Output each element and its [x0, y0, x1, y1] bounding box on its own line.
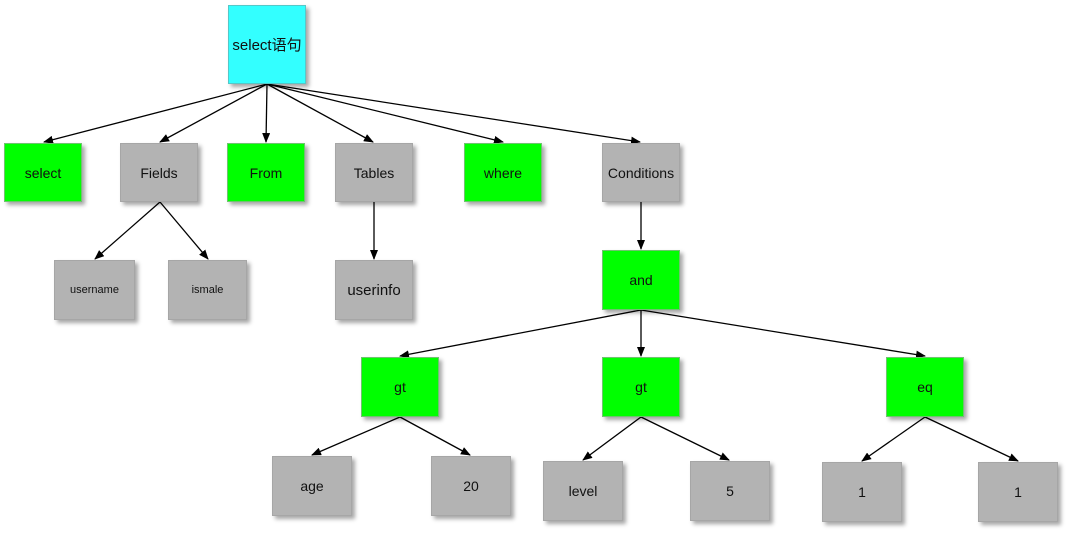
eq-right-value-node: 1 — [978, 462, 1058, 522]
userinfo-node: userinfo — [335, 260, 413, 320]
edge-root-tables — [266, 83, 374, 143]
ismale-node: ismale — [168, 260, 247, 320]
value-5-node: 5 — [690, 461, 770, 521]
edge-and-eq — [640, 309, 926, 359]
gt-operator-node-1: gt — [361, 357, 439, 417]
edge-root-from — [262, 83, 271, 143]
edge-eq-right — [924, 416, 1019, 462]
edge-gt2-5 — [640, 416, 730, 461]
from-keyword-node: From — [227, 143, 305, 202]
edge-gt2-level — [582, 416, 642, 461]
edge-root-where — [266, 83, 504, 144]
edge-root-select — [43, 83, 268, 144]
edge-eq-left — [861, 416, 926, 462]
fields-node: Fields — [120, 143, 198, 202]
tables-node: Tables — [335, 143, 413, 202]
edge-and-gt1 — [399, 309, 642, 359]
gt-operator-node-2: gt — [602, 357, 680, 417]
root-node: select语句 — [228, 5, 306, 84]
and-operator-node: and — [602, 250, 680, 310]
edge-root-conditions — [266, 83, 641, 145]
conditions-node: Conditions — [602, 143, 680, 202]
level-node: level — [543, 461, 623, 521]
edge-gt1-20 — [399, 416, 471, 456]
eq-operator-node: eq — [886, 357, 964, 417]
edge-fields-ismale — [159, 201, 209, 260]
eq-left-value-node: 1 — [822, 462, 902, 522]
value-20-node: 20 — [431, 456, 511, 516]
edge-fields-username — [94, 201, 161, 260]
age-node: age — [272, 456, 352, 516]
username-node: username — [54, 260, 135, 320]
edge-gt1-age — [311, 416, 401, 456]
select-keyword-node: select — [4, 143, 82, 202]
edge-root-fields — [159, 83, 268, 143]
where-keyword-node: where — [464, 143, 542, 202]
